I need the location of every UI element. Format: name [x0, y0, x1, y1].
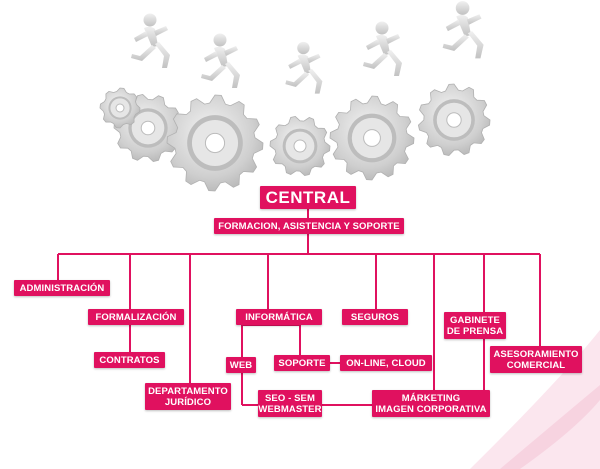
watermark-swoosh — [470, 330, 600, 469]
informatica-node: INFORMÁTICA — [236, 309, 322, 325]
online-cloud-node: ON-LINE, CLOUD — [340, 355, 432, 371]
seguros-node: SEGUROS — [342, 309, 408, 325]
connector-lines — [57, 209, 541, 406]
seo-sem-node: SEO - SEM WEBMASTER — [258, 390, 322, 417]
running-figure-icon — [363, 21, 402, 76]
gear-icon — [166, 94, 264, 192]
central-node: CENTRAL — [260, 186, 356, 209]
administracion-node: ADMINISTRACIÓN — [14, 280, 110, 296]
gear-icon — [269, 115, 331, 177]
gabinete-prensa-node: GABINETE DE PRENSA — [444, 312, 506, 339]
running-figure-icon — [442, 1, 484, 59]
formacion-node: FORMACION, ASISTENCIA Y SOPORTE — [214, 218, 404, 234]
asesoramiento-node: ASESORAMIENTO COMERCIAL — [490, 346, 582, 373]
running-figure-icon — [285, 41, 323, 94]
gear-icon — [99, 87, 141, 129]
gear-icon — [417, 83, 491, 157]
web-node: WEB — [226, 357, 256, 373]
departamento-juridico-node: DEPARTAMENTO JURÍDICO — [145, 383, 231, 410]
watermark-swoosh-2 — [500, 385, 600, 469]
formalizacion-node: FORMALIZACIÓN — [88, 309, 184, 325]
marketing-node: MÁRKETING IMAGEN CORPORATIVA — [372, 390, 490, 417]
soporte-node: SOPORTE — [274, 355, 330, 371]
running-figure-icon — [201, 33, 240, 88]
contratos-node: CONTRATOS — [94, 352, 165, 368]
running-figure-icon — [131, 13, 170, 68]
gear-icon — [329, 95, 415, 181]
